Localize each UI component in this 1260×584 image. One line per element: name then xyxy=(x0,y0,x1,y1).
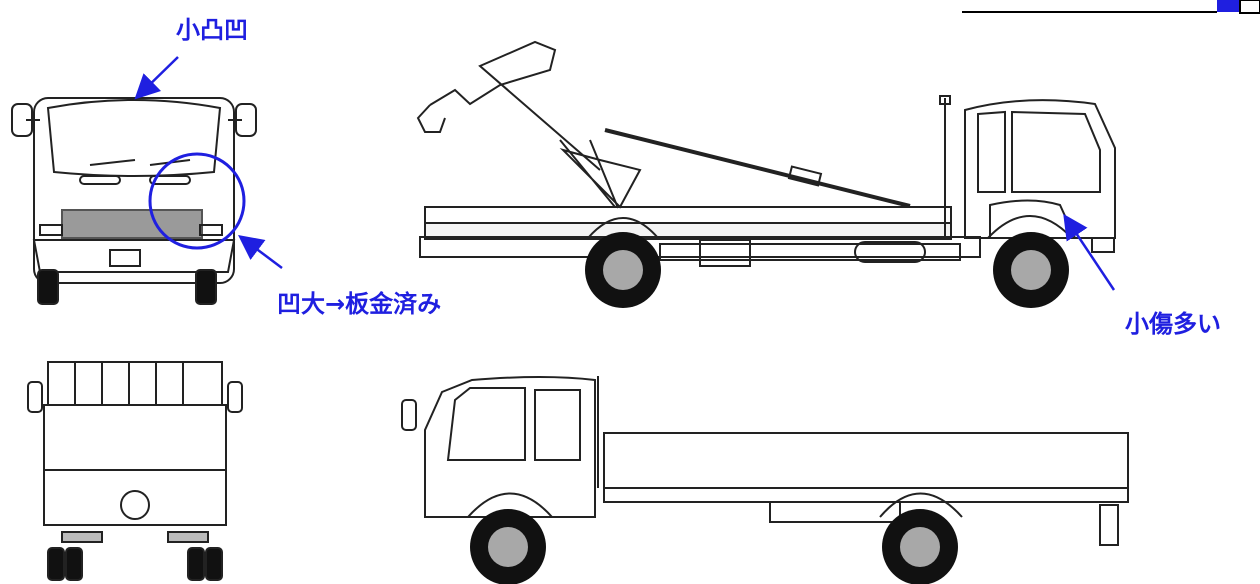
annotation-large-dent-repaired: 凹大→板金済み xyxy=(277,290,442,318)
left-side-view xyxy=(401,376,1129,546)
front-view xyxy=(11,97,257,305)
top-edge-bar xyxy=(962,0,1260,14)
arrow-scratches xyxy=(1063,213,1116,291)
left-side-wheels xyxy=(470,509,958,584)
right-side-wheels xyxy=(585,232,1069,308)
annotation-many-scratches: 小傷多い xyxy=(1125,310,1221,338)
rear-view xyxy=(27,361,243,581)
annotation-small-dent: 小凸凹 xyxy=(176,16,248,44)
dent-circle-front xyxy=(148,152,246,250)
right-side-view xyxy=(416,40,1116,267)
arrow-small-dent xyxy=(134,56,179,100)
arrow-large-dent xyxy=(238,235,283,269)
